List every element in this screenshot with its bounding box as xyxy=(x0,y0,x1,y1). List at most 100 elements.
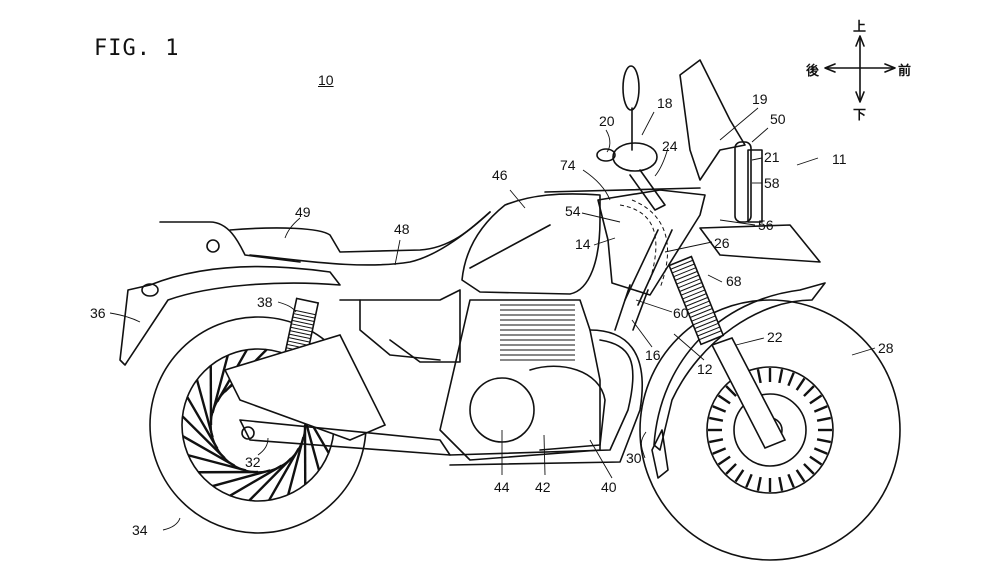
front-spoke xyxy=(813,447,828,455)
label-26: 26 xyxy=(714,235,730,251)
label-12: 12 xyxy=(697,361,713,377)
gaiter-rib xyxy=(692,315,716,326)
rear-spoke xyxy=(181,415,226,460)
front-spoke xyxy=(795,377,806,391)
front-spoke xyxy=(813,405,828,413)
gaiter-rib xyxy=(688,304,712,315)
shock-coil xyxy=(293,313,316,319)
shock-coil xyxy=(290,326,313,333)
label-54: 54 xyxy=(565,203,581,219)
rear-spoke xyxy=(182,435,236,467)
front-spoke xyxy=(756,476,762,492)
label-74: 74 xyxy=(560,157,576,173)
gaiter-rib xyxy=(682,289,706,300)
label-32: 32 xyxy=(245,454,261,470)
front-spoke xyxy=(816,438,832,444)
label-60: 60 xyxy=(673,305,689,321)
label-68: 68 xyxy=(726,273,742,289)
front-spoke xyxy=(745,473,753,488)
frame xyxy=(339,289,461,363)
front-spoke xyxy=(787,372,795,387)
rear-spoke xyxy=(229,464,283,497)
label-28: 28 xyxy=(878,340,894,356)
gaiter-rib xyxy=(698,330,722,341)
front-spoke xyxy=(803,463,815,475)
label-50: 50 xyxy=(770,111,786,127)
shock-coil xyxy=(291,323,313,329)
shock-coil xyxy=(288,333,311,340)
front-spoke xyxy=(809,394,823,405)
rear-spoke xyxy=(212,469,271,488)
rear-spoke xyxy=(187,454,247,472)
front-spoke xyxy=(778,368,784,384)
front-spoke xyxy=(778,476,784,492)
label-42: 42 xyxy=(535,479,551,495)
gaiter-rib xyxy=(674,270,698,281)
gaiter-rib xyxy=(677,278,701,289)
label-30: 30 xyxy=(626,450,642,466)
rear-fender xyxy=(119,265,341,366)
front-spoke xyxy=(712,447,727,455)
gaiter-rib xyxy=(683,293,707,304)
label-20: 20 xyxy=(599,113,615,129)
engine xyxy=(439,299,601,461)
gaiter-rib xyxy=(695,322,719,333)
front-spoke xyxy=(787,473,795,488)
label-24: 24 xyxy=(662,138,678,154)
front-spoke xyxy=(712,405,727,413)
fuel-tank xyxy=(461,193,601,295)
label-14: 14 xyxy=(575,236,591,252)
label-36: 36 xyxy=(90,305,106,321)
gaiter-rib xyxy=(697,326,721,337)
rear-rack xyxy=(159,221,301,263)
front-fender xyxy=(653,282,826,451)
gaiter-rib xyxy=(679,282,703,292)
label-49: 49 xyxy=(295,204,311,220)
label-34: 34 xyxy=(132,522,148,538)
label-19: 19 xyxy=(752,91,768,107)
gaiter-rib xyxy=(686,300,710,311)
rear-spoke xyxy=(195,379,214,438)
rear-spoke xyxy=(186,396,219,450)
gaiter-rib xyxy=(671,263,695,274)
label-38: 38 xyxy=(257,294,273,310)
gaiter-rib xyxy=(680,285,704,296)
rear-spoke xyxy=(211,354,229,414)
label-44: 44 xyxy=(494,479,510,495)
figure-title: FIG. 1 xyxy=(94,36,180,61)
shock-coil xyxy=(291,319,314,326)
front-spoke xyxy=(708,438,724,444)
shock-coil xyxy=(288,337,310,343)
gaiter-rib xyxy=(691,311,715,322)
gaiter-rib xyxy=(673,267,697,278)
gaiter-rib xyxy=(685,296,709,307)
label-56: 56 xyxy=(758,217,774,233)
label-22: 22 xyxy=(767,329,783,345)
front-spoke xyxy=(725,385,737,397)
front-spoke xyxy=(795,469,806,483)
label-48: 48 xyxy=(394,221,410,237)
front-fork xyxy=(710,337,787,450)
reference-numeral-motorcycle: 10 xyxy=(318,72,334,88)
front-spoke xyxy=(725,463,737,475)
front-spoke xyxy=(717,394,731,405)
front-spoke xyxy=(756,368,762,384)
rear-spoke xyxy=(287,436,305,496)
label-58: 58 xyxy=(764,175,780,191)
gaiter-rib xyxy=(670,259,694,270)
shock-coil xyxy=(294,309,316,316)
direction-front-label: 前 xyxy=(898,64,912,79)
direction-down-label: 下 xyxy=(853,108,867,123)
gaiter-rib xyxy=(676,274,700,285)
front-spoke xyxy=(717,455,731,466)
rear-spoke xyxy=(248,457,293,502)
front-spoke xyxy=(816,416,832,422)
gaiter-rib xyxy=(694,319,718,330)
shock-coil xyxy=(289,330,312,336)
direction-rear-label: 後 xyxy=(806,64,820,79)
label-18: 18 xyxy=(657,95,673,111)
